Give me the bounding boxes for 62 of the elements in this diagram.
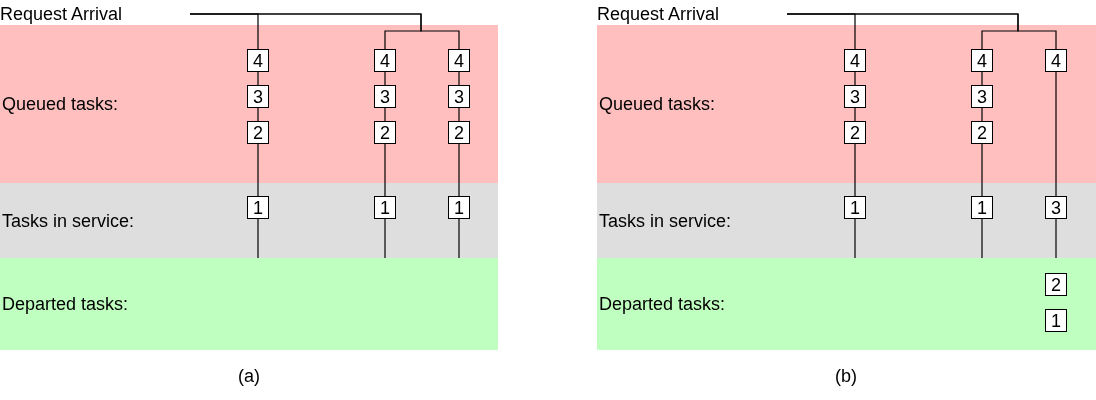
arrival-label: Request Arrival [597, 2, 787, 26]
numbered-task: 3 [247, 85, 269, 108]
connector-line [981, 143, 983, 197]
connector-line [384, 107, 386, 122]
numbered-task: 1 [247, 196, 269, 219]
numbered-task: 1 [1045, 309, 1067, 332]
numbered-task: 2 [374, 121, 396, 144]
connector-line [1055, 71, 1057, 197]
numbered-task: 2 [844, 121, 866, 144]
lane-label: Tasks in service: [2, 209, 135, 232]
numbered-task: 3 [971, 85, 993, 108]
lane-band [0, 183, 498, 258]
connector-line [257, 107, 259, 122]
connector-line [257, 143, 259, 197]
numbered-task: 2 [448, 121, 470, 144]
connector-line [257, 218, 259, 259]
numbered-task: 2 [1045, 273, 1067, 296]
connector-line [384, 218, 386, 259]
connector-line [458, 143, 460, 197]
lane-label: Tasks in service: [599, 209, 732, 232]
connector-line [981, 107, 983, 122]
numbered-task: 1 [448, 196, 470, 219]
lane-band [597, 183, 1096, 258]
numbered-task: 1 [971, 196, 993, 219]
connector-line [981, 218, 983, 259]
numbered-task: 4 [448, 49, 470, 72]
connector-line [384, 71, 386, 86]
connector-line [458, 218, 460, 259]
numbered-task: 3 [374, 85, 396, 108]
numbered-task: 4 [1045, 49, 1067, 72]
arrival-label: Request Arrival [0, 2, 190, 26]
numbered-task: 2 [971, 121, 993, 144]
connector-line [384, 143, 386, 197]
numbered-task: 3 [448, 85, 470, 108]
lane-label: Queued tasks: [2, 92, 119, 116]
connector-line [981, 71, 983, 86]
lane-band [0, 258, 498, 350]
numbered-task: 4 [844, 49, 866, 72]
numbered-task: 3 [1045, 196, 1067, 219]
connector-line [854, 143, 856, 197]
lane-label: Departed tasks: [599, 292, 726, 316]
lane-label: Departed tasks: [2, 292, 129, 316]
connector-line [854, 71, 856, 86]
connector-line [257, 71, 259, 86]
numbered-task: 3 [844, 85, 866, 108]
numbered-task: 4 [971, 49, 993, 72]
numbered-task: 2 [247, 121, 269, 144]
numbered-task: 4 [247, 49, 269, 72]
lane-band [0, 25, 498, 183]
connector-line [854, 218, 856, 259]
lane-band [597, 25, 1096, 183]
subfigure-caption: (b) [835, 364, 857, 388]
numbered-task: 1 [374, 196, 396, 219]
connector-line [458, 107, 460, 122]
connector-line [458, 71, 460, 86]
lane-band [597, 258, 1096, 350]
lane-label: Queued tasks: [599, 92, 716, 116]
subfigure-caption: (a) [238, 364, 260, 388]
connector-line [854, 107, 856, 122]
numbered-task: 1 [844, 196, 866, 219]
numbered-task: 4 [374, 49, 396, 72]
connector-line [1055, 218, 1057, 259]
